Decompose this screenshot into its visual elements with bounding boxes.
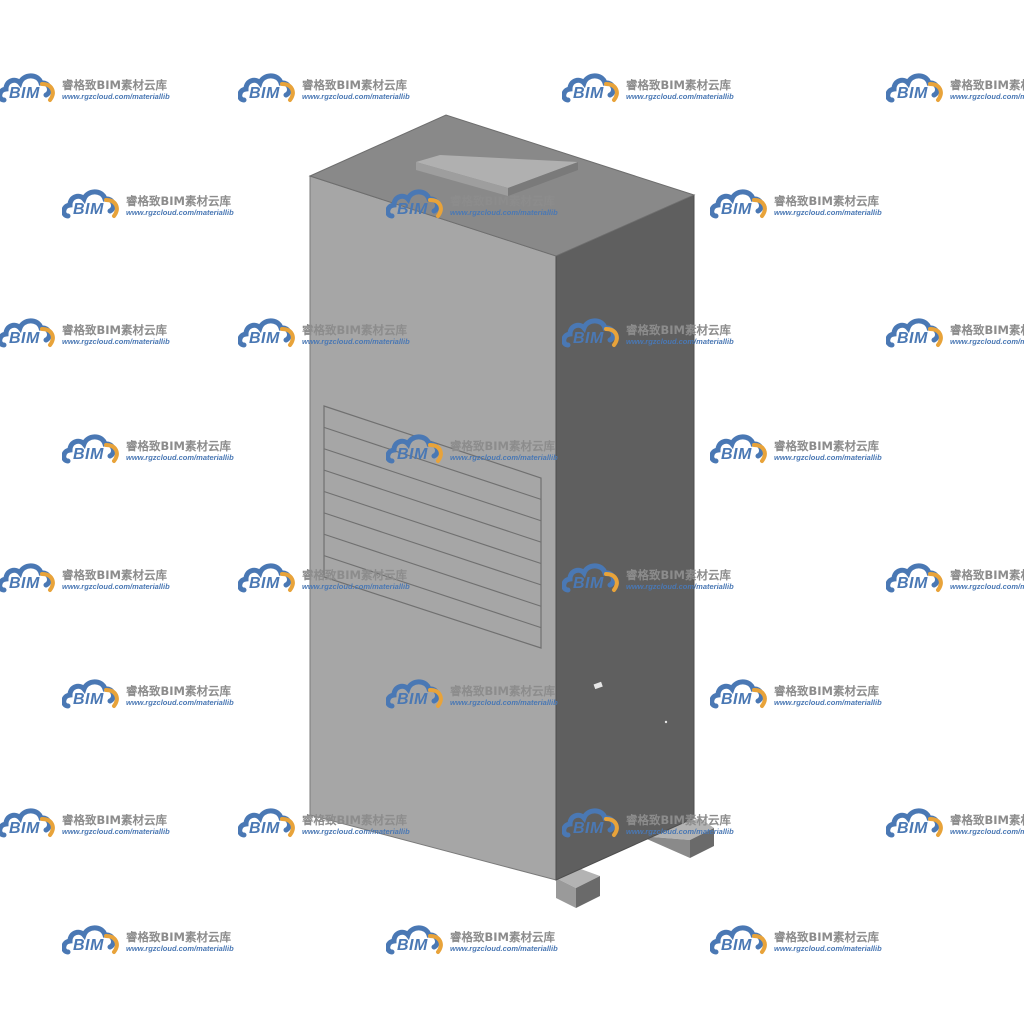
rear-foot-side	[690, 828, 714, 858]
side-indicator	[593, 681, 603, 690]
grille-frame	[323, 405, 542, 649]
grille-slat	[323, 533, 542, 607]
rear-foot-top	[640, 818, 714, 840]
top-handle-top	[416, 155, 578, 188]
front-foot-front	[556, 878, 576, 908]
cabinet-side-face	[555, 194, 695, 881]
top-handle	[416, 155, 578, 196]
front-grille-panel	[323, 405, 542, 649]
top-handle-front	[416, 162, 508, 196]
grille-slat	[323, 490, 542, 565]
rear-foot-front	[640, 836, 690, 858]
grille-slat	[323, 448, 542, 522]
grille-slat	[323, 469, 542, 543]
front-foot-side	[576, 876, 600, 908]
side-screw	[664, 720, 668, 724]
grille-slat	[323, 555, 542, 629]
top-handle-side	[508, 162, 578, 196]
grille-slat	[323, 512, 542, 586]
